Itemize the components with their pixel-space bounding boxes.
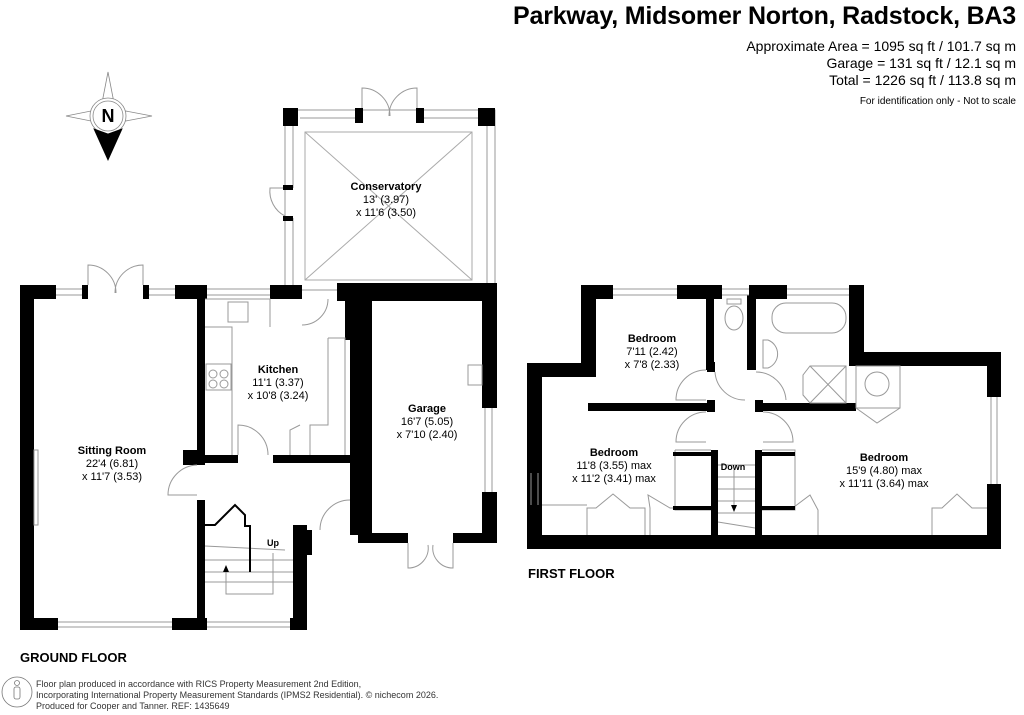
room-name-bedroom-left: Bedroom <box>590 447 639 459</box>
room-dim-sitting-room-2: x 11'7 (3.53) <box>82 471 142 483</box>
footer-line-2: Incorporating International Property Mea… <box>36 690 439 700</box>
stairs-up-label: Up <box>267 538 279 548</box>
total-area: Total = 1226 sq ft / 113.8 sq m <box>829 72 1016 88</box>
area-summary: Approximate Area = 1095 sq ft / 101.7 sq… <box>746 38 1016 89</box>
person-info-icon <box>1 676 33 708</box>
scale-note: For identification only - Not to scale <box>859 96 1016 107</box>
room-dim-garage-2: x 7'10 (2.40) <box>397 429 458 441</box>
footer-line-1: Floor plan produced in accordance with R… <box>36 679 362 689</box>
garage-area: Garage = 131 sq ft / 12.1 sq m <box>826 55 1017 71</box>
first-floor-label: FIRST FLOOR <box>528 566 615 581</box>
room-dim-garage-1: 16'7 (5.05) <box>401 416 453 428</box>
approximate-area: Approximate Area = 1095 sq ft / 101.7 sq… <box>746 38 1016 54</box>
room-name-bedroom-main: Bedroom <box>860 452 909 464</box>
room-dim-conservatory-2: x 11'6 (3.50) <box>356 207 416 219</box>
room-dim-conservatory-1: 13' (3.97) <box>363 194 409 206</box>
stairs-down-label: Down <box>721 462 746 472</box>
room-dim-bedroom-main-1: 15'9 (4.80) max <box>846 465 923 477</box>
property-title: Parkway, Midsomer Norton, Radstock, BA3 <box>513 2 1016 30</box>
ground-floor-plan: Conservatory 13' (3.97) x 11'6 (3.50) Ki… <box>20 87 497 630</box>
room-name-garage: Garage <box>408 403 446 415</box>
room-name-conservatory: Conservatory <box>351 181 423 193</box>
compass-north-label: N <box>102 106 115 126</box>
room-dim-kitchen-1: 11'1 (3.37) <box>252 377 303 389</box>
room-dim-bedroom-main-2: x 11'11 (3.64) max <box>839 478 929 490</box>
room-dim-bedroom-left-1: 11'8 (3.55) max <box>576 460 652 472</box>
room-dim-bedroom-left-2: x 11'2 (3.41) max <box>572 473 656 485</box>
room-name-sitting-room: Sitting Room <box>78 445 147 457</box>
compass-rose-icon: N <box>65 71 153 161</box>
first-floor-plan: Bedroom 7'11 (2.42) x 7'8 (2.33) Bedroom… <box>527 285 1001 549</box>
ground-floor-label: GROUND FLOOR <box>20 650 127 665</box>
footer-line-3: Produced for Cooper and Tanner. REF: 143… <box>36 701 230 711</box>
room-dim-sitting-room-1: 22'4 (6.81) <box>86 458 138 470</box>
room-dim-kitchen-2: x 10'8 (3.24) <box>248 390 309 402</box>
room-name-bedroom-small: Bedroom <box>628 333 677 345</box>
room-dim-bedroom-small-1: 7'11 (2.42) <box>626 346 677 358</box>
room-name-kitchen: Kitchen <box>258 364 299 376</box>
footer-disclaimer: Floor plan produced in accordance with R… <box>36 679 438 712</box>
room-dim-bedroom-small-2: x 7'8 (2.33) <box>625 359 680 371</box>
